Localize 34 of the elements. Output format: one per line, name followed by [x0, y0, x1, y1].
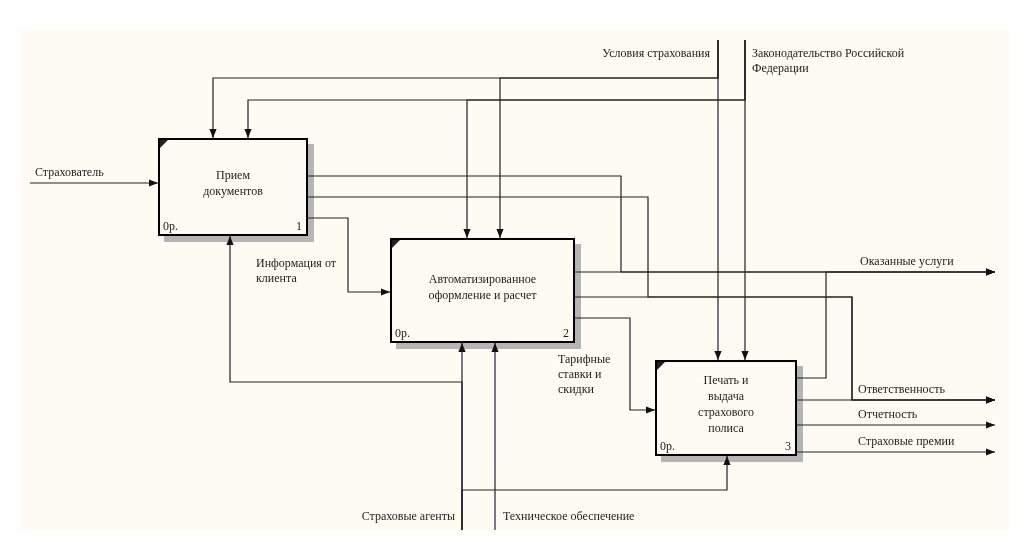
cost-label: 0р.	[395, 326, 410, 340]
box-number: 3	[785, 439, 791, 453]
arrow	[491, 342, 499, 531]
arrow	[461, 455, 731, 531]
arrow	[496, 39, 719, 239]
arrow-label: Информация от клиента	[256, 256, 337, 286]
arrow	[796, 396, 996, 404]
arrow	[796, 421, 996, 429]
arrow-label: Отчетность	[858, 407, 918, 422]
arrow-label: Тарифные ставки и скидки	[558, 352, 612, 397]
arrow-label: Техническое обеспечение	[503, 509, 635, 524]
box-number: 2	[563, 326, 569, 340]
arrow-label: Страхователь	[35, 165, 104, 180]
arrow	[307, 217, 391, 296]
arrow	[463, 39, 746, 239]
arrow-label: Оказанные услуги	[860, 254, 954, 269]
process-box	[390, 238, 575, 343]
arrow	[796, 448, 996, 456]
cost-label: 0р.	[163, 219, 178, 233]
arrow	[29, 179, 159, 187]
arrow-label: Условия страхования	[601, 46, 710, 61]
process-name: Прием документов	[202, 167, 264, 199]
arrow	[796, 268, 996, 379]
process-name: Автоматизированное оформление и расчет	[427, 270, 538, 303]
process-box	[158, 138, 308, 236]
process-box	[655, 360, 797, 456]
cost-label: 0р.	[660, 439, 675, 453]
arrow	[574, 317, 656, 414]
arrow-label: Законодательство Российской Федерации	[752, 46, 906, 76]
arrow-label: Страховые агенты	[360, 509, 455, 524]
arrow-label: Страховые премии	[858, 434, 955, 449]
box-number: 1	[296, 219, 302, 233]
process-name: Печать и выдача страхового полиса	[697, 372, 755, 436]
arrow-label: Ответственность	[858, 382, 945, 397]
